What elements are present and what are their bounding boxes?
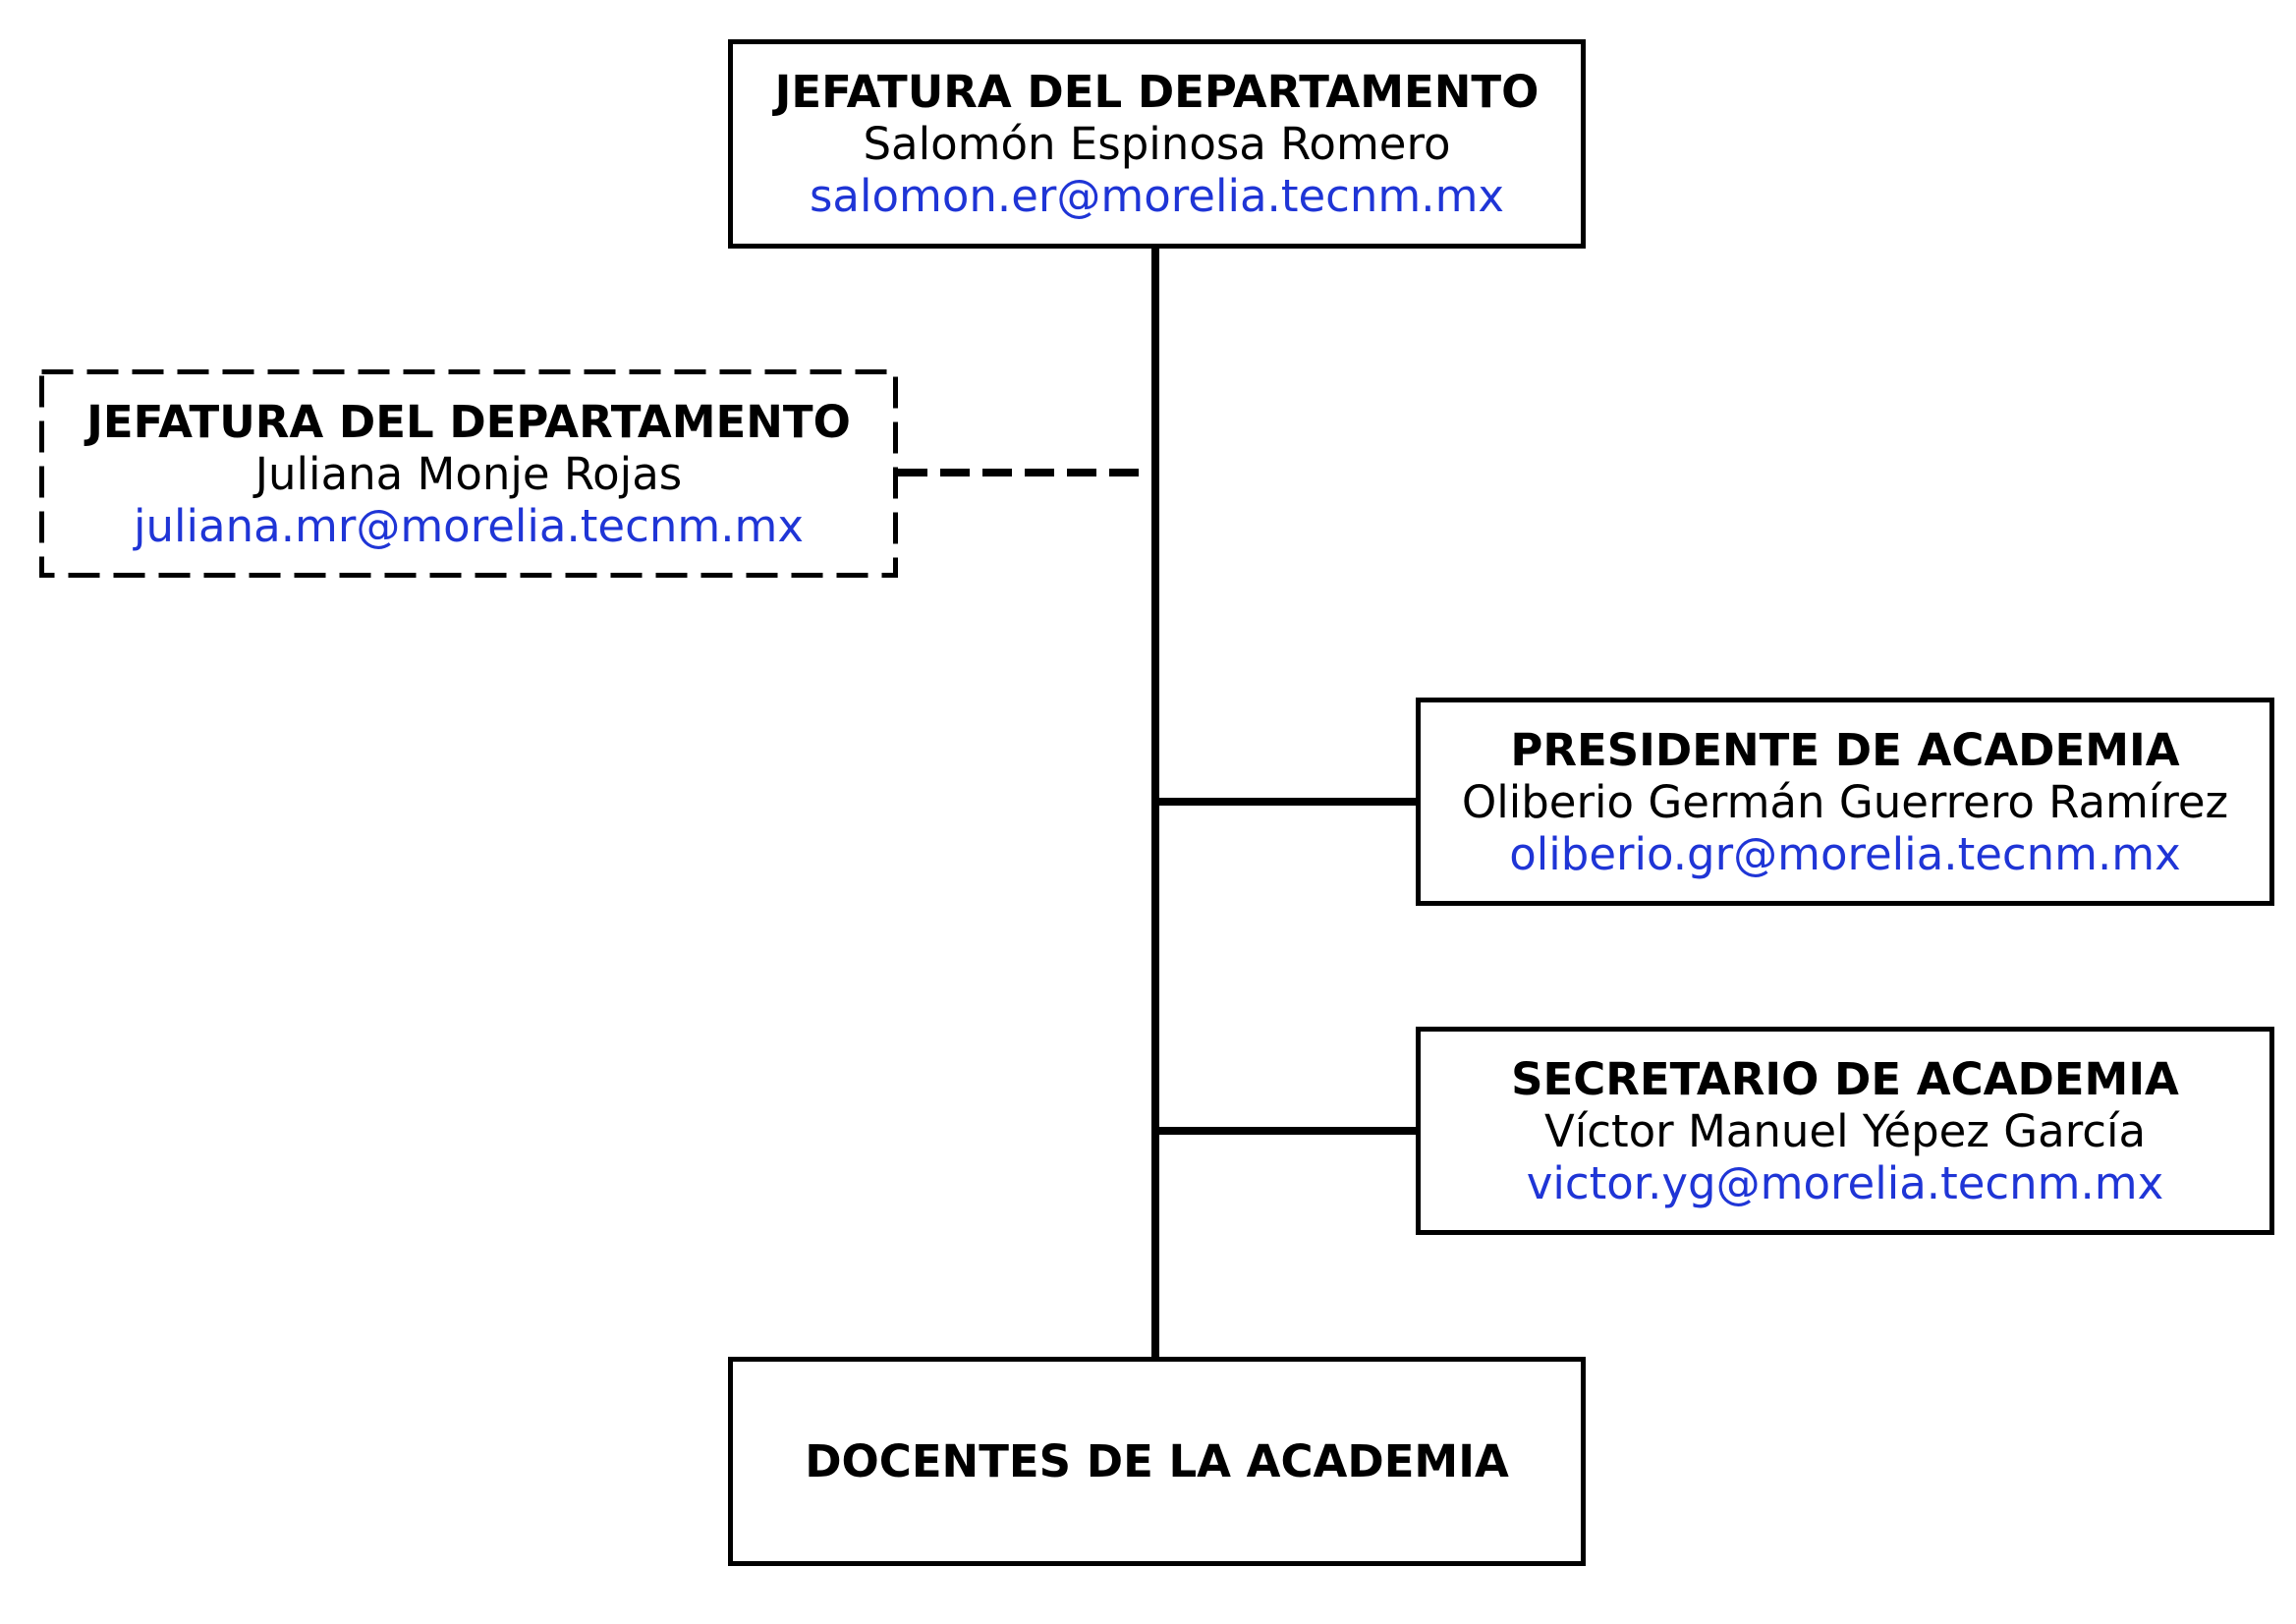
teachers-title: DOCENTES DE LA ACADEMIA (805, 1435, 1509, 1487)
head-box: JEFATURA DEL DEPARTAMENTO Salomón Espino… (728, 39, 1586, 249)
president-box: PRESIDENTE DE ACADEMIA Oliberio Germán G… (1416, 698, 2274, 906)
deputy-box: JEFATURA DEL DEPARTAMENTO Juliana Monje … (39, 369, 898, 578)
deputy-person: Juliana Monje Rojas (254, 447, 683, 500)
secretary-person: Víctor Manuel Yépez García (1543, 1104, 2147, 1157)
president-email: oliberio.gr@morelia.tecnm.mx (1509, 827, 2181, 880)
deputy-email: juliana.mr@morelia.tecnm.mx (134, 499, 804, 552)
president-person: Oliberio Germán Guerrero Ramírez (1461, 775, 2229, 828)
president-title: PRESIDENTE DE ACADEMIA (1510, 723, 2180, 776)
teachers-box: DOCENTES DE LA ACADEMIA (728, 1357, 1586, 1566)
head-email: salomon.er@morelia.tecnm.mx (809, 170, 1505, 222)
deputy-title: JEFATURA DEL DEPARTAMENTO (86, 395, 851, 448)
secretary-title: SECRETARIO DE ACADEMIA (1511, 1052, 2179, 1105)
head-person: Salomón Espinosa Romero (863, 118, 1451, 170)
secretary-box: SECRETARIO DE ACADEMIA Víctor Manuel Yép… (1416, 1027, 2274, 1235)
secretary-email: victor.yg@morelia.tecnm.mx (1526, 1156, 2164, 1209)
head-title: JEFATURA DEL DEPARTAMENTO (774, 66, 1540, 118)
